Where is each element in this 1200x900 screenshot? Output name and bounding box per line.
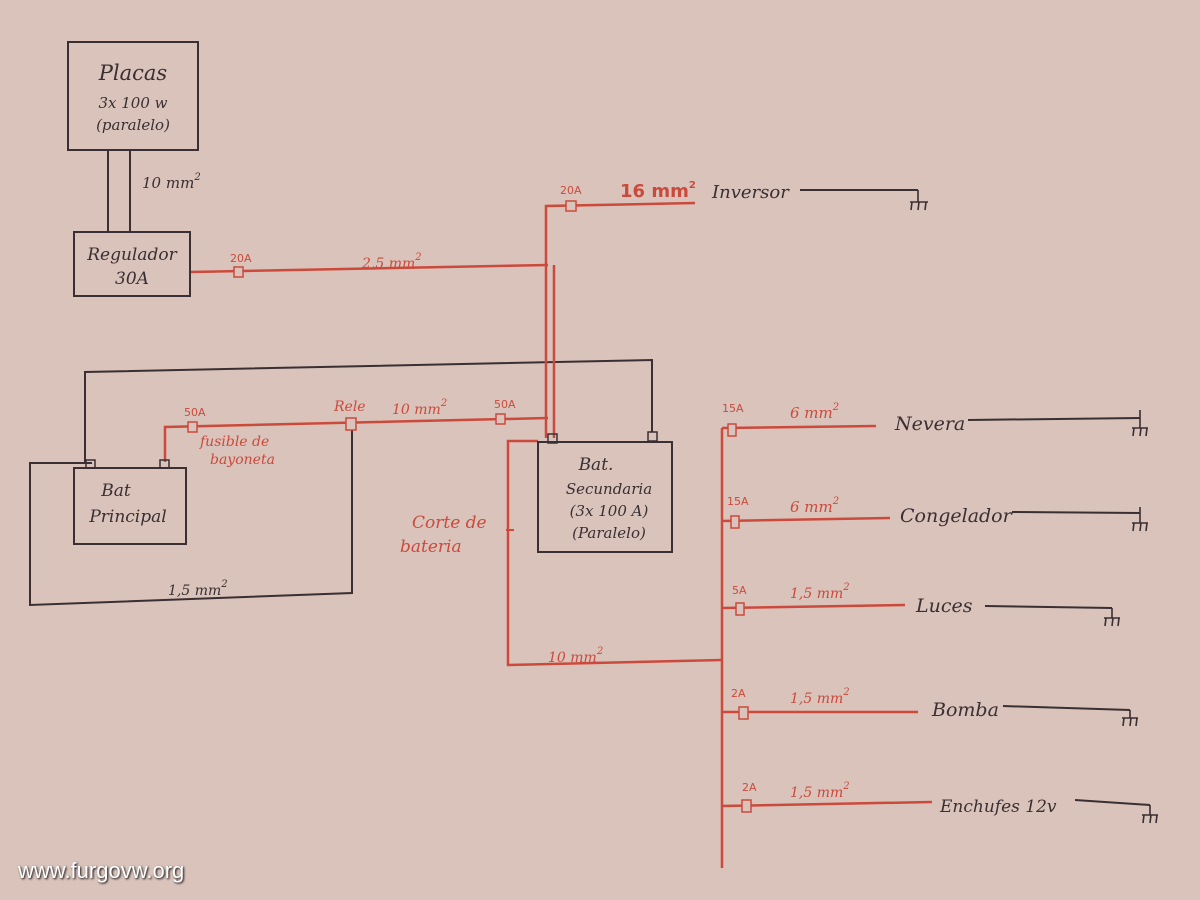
enchufes-wire (721, 800, 933, 808)
bat-principal-terminal-pos (159, 459, 170, 469)
batteries-negative-link (84, 358, 653, 462)
bat-principal-title: Bat (100, 481, 131, 501)
congelador-wire-label: 6 mm2 (790, 496, 839, 516)
corte-positive-wire (506, 439, 723, 667)
bomba-ground-icon (1122, 710, 1138, 727)
nevera-fuse-icon (727, 423, 737, 437)
nevera-ground-icon (1132, 410, 1148, 437)
bat-secundaria-terminal-pos (547, 433, 558, 444)
fuse-50a-right-label: 50A (494, 398, 516, 411)
luces-ground-wire (984, 605, 1113, 609)
congelador-label: Congelador (900, 505, 1014, 527)
bomba-wire-label: 1,5 mm2 (790, 687, 850, 707)
nevera-fuse-label: 15A (722, 402, 744, 415)
corte-label-line1: Corte de (412, 513, 487, 533)
inversor-label: Inversor (711, 182, 790, 203)
luces-fuse-label: 5A (732, 584, 747, 597)
inversor-wire-label: 16 mm2 (620, 180, 696, 202)
red-wires (163, 201, 933, 868)
regulador-fuse-label: 20A (230, 252, 252, 265)
rele-wire-label: 10 mm2 (392, 398, 447, 418)
placas-config: (paralelo) (96, 116, 170, 134)
luces-fuse-icon (735, 602, 745, 616)
enchufes-fuse-label: 2A (742, 781, 757, 794)
congelador-wire (721, 516, 891, 523)
bomba-label: Bomba (931, 699, 999, 721)
luces-wire (721, 603, 906, 610)
congelador-fuse-label: 15A (727, 495, 749, 508)
congelador-ground-icon (1132, 507, 1148, 532)
inversor-fuse-icon (565, 200, 577, 212)
placas-box: Placas 3x 100 w (paralelo) (67, 41, 199, 151)
placas-title: Placas (98, 61, 168, 85)
bomba-fuse-icon (738, 706, 749, 720)
fuse-50a-right-icon (495, 413, 506, 425)
bottom-return-wire (29, 425, 353, 607)
load-nevera: 15A 6 mm2 Nevera (722, 402, 965, 435)
rele-label: Rele (333, 399, 366, 415)
enchufes-wire-label: 1,5 mm2 (790, 781, 850, 801)
placas-wire-label: 10 mm2 (142, 172, 201, 192)
placas-spec: 3x 100 w (98, 94, 167, 112)
bat-secundaria-terminal-neg (647, 431, 658, 442)
enchufes-label: Enchufes 12v (939, 797, 1057, 817)
load-congelador: 15A 6 mm2 Congelador (727, 495, 1014, 527)
fuse-50a-left-icon (187, 421, 198, 433)
luces-label: Luces (915, 595, 973, 617)
inversor-fuse-label: 20A (560, 184, 582, 197)
bat-secundaria-spec: (3x 100 A) (570, 502, 649, 520)
regulador-positive-wire (189, 263, 549, 274)
regulador-wire-label: 2,5 mm2 (361, 252, 422, 272)
regulador-fuse-icon (233, 266, 244, 278)
enchufes-ground-icon (1142, 805, 1158, 824)
enchufes-fuse-icon (741, 799, 752, 813)
bat-principal-terminal-neg (85, 459, 96, 469)
nevera-label: Nevera (894, 413, 965, 435)
corte-label-line2: bateria (400, 537, 462, 557)
bat-principal-subtitle: Principal (88, 507, 166, 527)
congelador-ground-wire (1011, 511, 1141, 514)
black-wires (29, 150, 1151, 806)
congelador-fuse-icon (730, 515, 740, 529)
regulador-box: Regulador 30A (73, 231, 191, 297)
inversor-positive-wire (544, 201, 696, 438)
fusible-label-line2: bayoneta (210, 452, 275, 468)
bat-secundaria-config: (Paralelo) (572, 524, 646, 542)
nevera-wire (721, 424, 877, 430)
bat-secundaria-subtitle: Secundaria (566, 480, 652, 498)
load-luces: 5A 1,5 mm2 Luces (732, 582, 973, 617)
bat-principal-box: Bat Principal (73, 459, 187, 545)
bomba-fuse-label: 2A (731, 687, 746, 700)
rele-link-wire (163, 416, 549, 462)
rele-icon (345, 417, 357, 431)
luces-ground-icon (1104, 608, 1120, 627)
nevera-ground-wire (967, 417, 1141, 421)
bomba-ground-wire (1002, 705, 1131, 711)
ground-symbols (910, 190, 1158, 824)
bat-secundaria-box: Bat. Secundaria (3x 100 A) (Paralelo) (537, 431, 673, 553)
regulador-title: Regulador (86, 245, 177, 265)
watermark: www.furgovw.org (18, 858, 185, 883)
main-wire-label: 10 mm2 (548, 646, 603, 666)
enchufes-ground-wire (1074, 799, 1151, 806)
load-bomba: 2A 1,5 mm2 Bomba (731, 687, 999, 721)
inversor-ground-icon (910, 190, 928, 211)
load-enchufes: 2A 1,5 mm2 Enchufes 12v (742, 781, 1057, 817)
fusible-label-line1: fusible de (199, 434, 269, 450)
bottom-wire-label: 1,5 mm2 (168, 579, 228, 599)
nevera-wire-label: 6 mm2 (790, 402, 839, 422)
bat-secundaria-title: Bat. (578, 455, 614, 475)
fuses (187, 200, 752, 813)
luces-wire-label: 1,5 mm2 (790, 582, 850, 602)
fuse-50a-left-label: 50A (184, 406, 206, 419)
regulador-rating: 30A (115, 269, 149, 289)
